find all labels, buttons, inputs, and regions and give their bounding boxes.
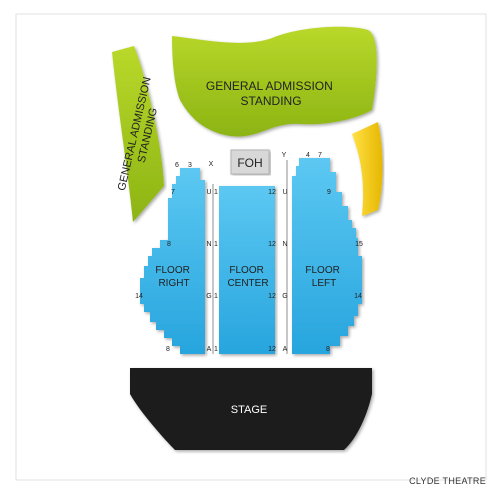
ga-top-line-1: GENERAL ADMISSION (206, 79, 333, 93)
floor-center-label: FLOOR CENTER (227, 265, 268, 289)
seat-label: 15 (355, 241, 363, 248)
aisle-row-label: U (282, 189, 287, 196)
section-ga-left[interactable] (112, 46, 164, 222)
floor-right-label: FLOOR RIGHT (155, 265, 192, 289)
seat-label: 3 (188, 162, 192, 169)
section-ga-top[interactable] (172, 26, 377, 137)
seat-label: 12 (268, 241, 276, 248)
floor-center-line-2: CENTER (227, 278, 268, 289)
row-y-label: Y (282, 152, 287, 159)
seat-label: 12 (268, 293, 276, 300)
seat-label: 9 (327, 189, 331, 196)
seat-label: 8 (326, 346, 330, 353)
ga-top-line-2: STANDING (240, 94, 301, 108)
seat-label: 14 (135, 293, 143, 300)
seat-label: 8 (167, 241, 171, 248)
section-floor-center[interactable] (219, 186, 275, 354)
seat-label: 1 (214, 346, 218, 353)
aisle-row-label: A (207, 346, 212, 353)
aisle-row-label: G (282, 293, 287, 300)
seat-label: 1 (214, 189, 218, 196)
floor-left-line-1: FLOOR (305, 265, 339, 276)
seat-label: 1 (214, 241, 218, 248)
floor-left-label: FLOOR LEFT (305, 265, 342, 289)
seat-label: 8 (166, 346, 170, 353)
floor-left-line-2: LEFT (312, 278, 336, 289)
aisle-row-label: G (206, 293, 211, 300)
seat-label: 12 (268, 346, 276, 353)
row-markers: X Y 6 3 7 8 14 8 4 7 9 15 14 8 U N G A U… (135, 152, 363, 353)
section-stage[interactable] (130, 368, 372, 450)
section-floor-left[interactable] (292, 158, 362, 354)
section-floor-right[interactable] (140, 168, 205, 354)
aisle-row-label: U (206, 189, 211, 196)
seat-label: 6 (175, 162, 179, 169)
floor-right-line-2: RIGHT (158, 278, 189, 289)
seat-label: 14 (354, 293, 362, 300)
aisle-row-label: A (283, 346, 288, 353)
floor-right-line-1: FLOOR (155, 265, 189, 276)
venue-name: CLYDE THEATRE (409, 476, 486, 486)
floor-center-line-1: FLOOR (229, 265, 263, 276)
aisle-row-label: N (282, 241, 287, 248)
section-foh[interactable] (230, 149, 270, 175)
seat-label: 7 (171, 189, 175, 196)
seat-label: 1 (214, 293, 218, 300)
aisle-row-label: N (206, 241, 211, 248)
seat-label: 7 (318, 152, 322, 159)
ga-top-label: GENERAL ADMISSION STANDING (206, 79, 336, 108)
stage-label: STAGE (231, 404, 267, 416)
section-side-right[interactable] (352, 122, 383, 216)
foh-label: FOH (237, 156, 262, 170)
seat-label: 12 (268, 189, 276, 196)
seat-label: 4 (306, 152, 310, 159)
row-x-label: X (209, 161, 214, 168)
